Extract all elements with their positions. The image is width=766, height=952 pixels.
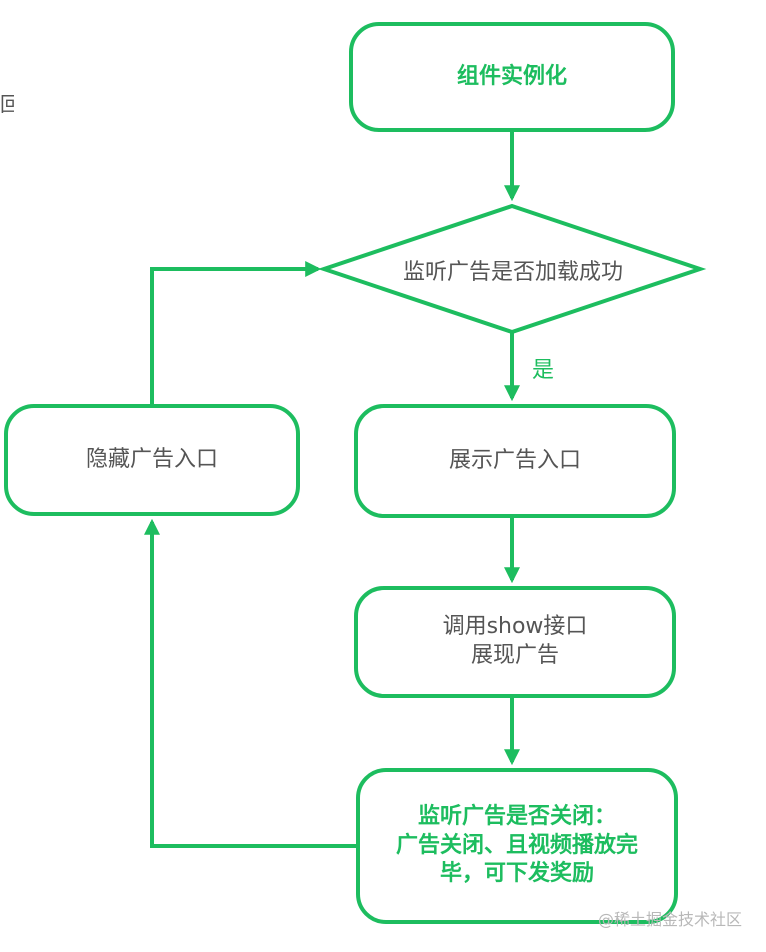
- node-call-show: 调用show接口 展现广告: [354, 586, 676, 698]
- node-listen-loaded-label: 监听广告是否加载成功: [402, 260, 623, 285]
- node-hide-entry: 隐藏广告入口: [4, 404, 300, 516]
- arrow-hide-entry-to-decision: [150, 261, 322, 404]
- arrow-listen-closed-to-hide-entry: [144, 518, 356, 848]
- node-call-show-line-2: 展现广告: [470, 643, 559, 668]
- node-listen-closed-line-3: 毕，可下发奖励: [439, 861, 594, 887]
- edge-text-fragment: 回: [0, 92, 14, 116]
- node-call-show-line-1: 调用show接口: [442, 614, 588, 640]
- watermark: @稀土掘金技术社区: [598, 910, 743, 929]
- node-listen-closed-line-2: 广告关闭、且视频播放完: [395, 832, 638, 858]
- node-listen-closed: 监听广告是否关闭： 广告关闭、且视频播放完 毕，可下发奖励: [356, 768, 678, 924]
- node-instantiate-label: 组件实例化: [456, 63, 567, 89]
- node-hide-entry-label: 隐藏广告入口: [85, 446, 218, 472]
- node-listen-closed-line-1: 监听广告是否关闭：: [417, 804, 616, 830]
- edge-label-yes: 是: [532, 358, 555, 383]
- node-show-entry: 展示广告入口: [354, 404, 676, 518]
- node-show-entry-label: 展示广告入口: [448, 447, 581, 473]
- node-listen-loaded: 监听广告是否加载成功: [330, 250, 696, 290]
- node-instantiate: 组件实例化: [349, 22, 675, 132]
- decision-diamond: [317, 203, 707, 335]
